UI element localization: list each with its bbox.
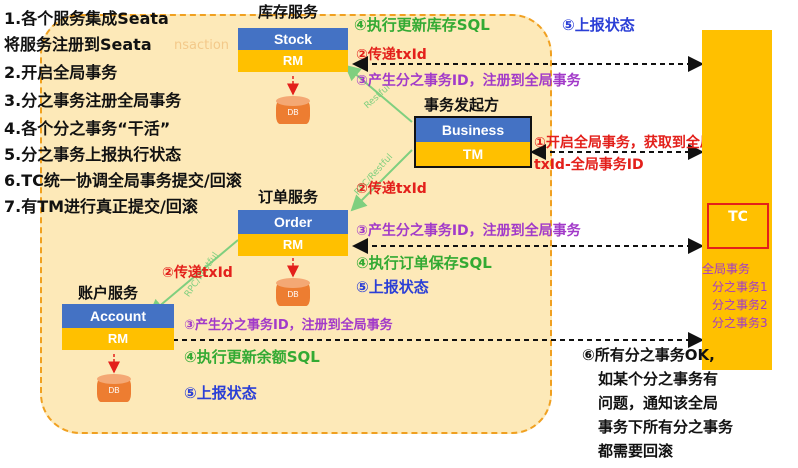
- order-rm: RM: [238, 234, 348, 256]
- account-service[interactable]: Account RM: [62, 304, 174, 350]
- account-report: ⑤上报状态: [184, 384, 257, 402]
- tc-column: [702, 30, 772, 370]
- step-line: 1.各个服务集成Seata: [4, 9, 169, 28]
- order-pass-txid: ②传递txId: [356, 181, 427, 197]
- step-line: 3.分之事务注册全局事务: [4, 91, 182, 110]
- tc-name: TC: [728, 209, 748, 225]
- stock-service[interactable]: Stock RM: [238, 28, 348, 72]
- order-action: ④执行订单保存SQL: [356, 254, 492, 272]
- order-name: Order: [238, 210, 348, 234]
- order-account-arrow: [148, 239, 239, 316]
- business-stock-arrow: [344, 64, 413, 123]
- stock-pass-txid: ②传递txId: [356, 47, 427, 63]
- step-line: 2.开启全局事务: [4, 63, 118, 82]
- stock-title: 库存服务: [258, 3, 319, 21]
- transaction-watermark: nsaction: [174, 38, 230, 53]
- business-open: ①开启全局事务，获取到全局事务: [534, 135, 742, 151]
- stock-register: ③产生分之事务ID，注册到全局事务: [356, 73, 581, 89]
- business-txid-label: txId-全局事务ID: [534, 157, 644, 173]
- stock-rm: RM: [238, 50, 348, 72]
- business-order-arrow: [350, 149, 413, 212]
- tc-global: 全局事务: [702, 262, 751, 276]
- stock-action: ④执行更新库存SQL: [354, 16, 490, 34]
- step-line: 4.各个分之事务“干活”: [4, 119, 171, 138]
- tc-branch: 分之事务3: [712, 316, 768, 330]
- business-title: 事务发起方: [424, 96, 500, 114]
- business-tm: TM: [416, 142, 530, 166]
- tc-branch: 分之事务2: [712, 298, 768, 312]
- account-action: ④执行更新余额SQL: [184, 348, 320, 366]
- account-db-icon: DB: [97, 374, 131, 406]
- step-line: 将服务注册到Seata: [4, 35, 152, 54]
- stock-db-icon: DB: [276, 96, 310, 128]
- account-register: ③产生分之事务ID，注册到全局事务: [184, 318, 393, 333]
- tc-box[interactable]: TC: [707, 203, 769, 249]
- note-line: 都需要回滚: [598, 442, 674, 460]
- stock-report: ⑤上报状态: [562, 16, 635, 34]
- step-line: 6.TC统一协调全局事务提交/回滚: [4, 171, 242, 190]
- stock-name: Stock: [238, 28, 348, 50]
- order-title: 订单服务: [258, 188, 319, 206]
- account-pass-txid: ②传递txId: [162, 265, 233, 281]
- note-line: ⑥所有分之事务OK,: [582, 346, 715, 364]
- account-title: 账户服务: [78, 284, 139, 302]
- account-db-label: DB: [108, 386, 120, 395]
- account-rm: RM: [62, 328, 174, 350]
- tc-branch: 分之事务1: [712, 280, 768, 294]
- step-line: 7.有TM进行真正提交/回滚: [4, 197, 198, 216]
- account-name: Account: [62, 304, 174, 328]
- note-line: 事务下所有分之事务: [598, 418, 734, 436]
- order-register: ③产生分之事务ID，注册到全局事务: [356, 223, 581, 239]
- order-db-label: DB: [287, 290, 299, 299]
- business-service[interactable]: Business TM: [414, 116, 532, 168]
- business-name: Business: [416, 118, 530, 142]
- step-line: 5.分之事务上报执行状态: [4, 145, 182, 164]
- order-service[interactable]: Order RM: [238, 210, 348, 256]
- note-line: 问题，通知该全局: [598, 394, 719, 412]
- stock-db-label: DB: [287, 108, 299, 117]
- order-db-icon: DB: [276, 278, 310, 310]
- order-report: ⑤上报状态: [356, 278, 429, 296]
- note-line: 如某个分之事务有: [598, 370, 719, 388]
